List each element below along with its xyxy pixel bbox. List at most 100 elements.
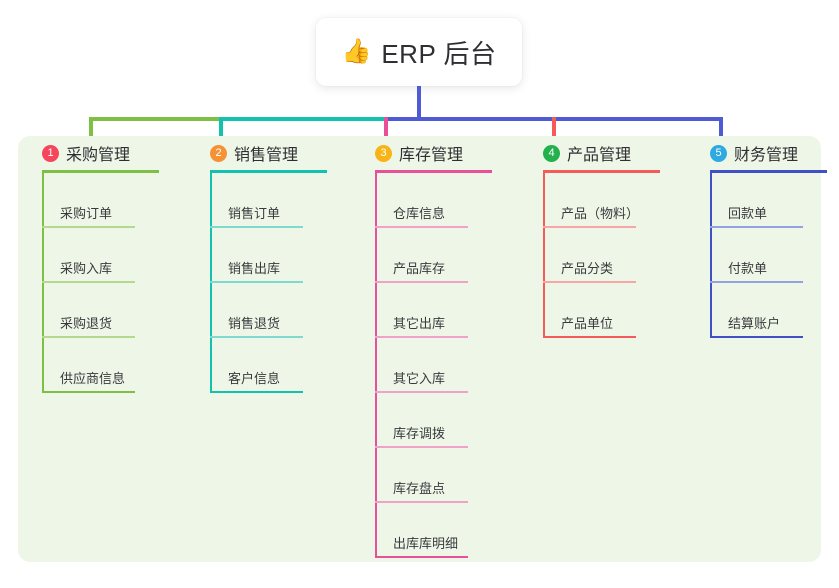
branch-item-rule [710,226,803,228]
branch-item-rule [710,336,803,338]
branch-item[interactable]: 产品（物料） [543,173,691,228]
branch-item[interactable]: 采购退货 [42,283,190,338]
branch-item-label: 销售退货 [228,316,281,331]
branch-column-3: 3 库存管理仓库信息产品库存其它出库其它入库库存调拨库存盘点出库库明细 [373,136,523,558]
branch-item-rule [375,446,468,448]
branch-spine [710,173,712,338]
branch-item[interactable]: 库存盘点 [375,448,523,503]
branch-header-rule [710,170,827,173]
branch-item-rule [210,391,303,393]
branch-item-label: 供应商信息 [60,371,126,386]
thumbs-up-icon: 👍 [341,38,372,65]
branch-number-badge: 2 [210,144,227,162]
branch-item-label: 采购退货 [60,316,113,331]
branch-number-badge: 3 [375,144,392,162]
branch-item-label: 客户信息 [228,371,281,386]
branch-header-rule [543,170,660,173]
branch-item-label: 库存调拨 [393,426,446,441]
branch-spine [42,173,44,393]
branch-item-rule [543,281,636,283]
branch-number-badge: 1 [42,144,59,162]
branch-column-1: 1 采购管理采购订单采购入库采购退货供应商信息 [40,136,190,393]
branch-item[interactable]: 采购入库 [42,228,190,283]
branch-number-badge: 4 [543,144,560,162]
branch-item-rule [375,281,468,283]
branch-header-rule [42,170,159,173]
branch-item-rule [543,226,636,228]
branch-item-label: 出库库明细 [393,536,459,551]
branch-item-label: 仓库信息 [393,206,446,221]
branch-item-list: 采购订单采购入库采购退货供应商信息 [42,173,190,393]
branch-item-rule [42,226,135,228]
root-title: ERP 后台 [381,38,497,69]
branch-item-label: 其它入库 [393,371,446,386]
root-node[interactable]: 👍 ERP 后台 [316,18,522,86]
branch-number-badge: 5 [710,144,727,162]
branch-item-label: 产品（物料） [561,206,640,221]
branch-item-rule [210,336,303,338]
branch-item[interactable]: 采购订单 [42,173,190,228]
branch-header-2[interactable]: 2 销售管理 [208,136,358,170]
branch-item-list: 仓库信息产品库存其它出库其它入库库存调拨库存盘点出库库明细 [375,173,523,558]
branch-item-label: 其它出库 [393,316,446,331]
branch-item-list: 产品（物料） 产品分类产品单位 [543,173,691,338]
branch-column-2: 2 销售管理销售订单销售出库销售退货客户信息 [208,136,358,393]
connector-bus-green [89,117,219,121]
branch-header-4[interactable]: 4 产品管理 [541,136,691,170]
branch-item[interactable]: 销售出库 [210,228,358,283]
branch-header-3[interactable]: 3 库存管理 [373,136,523,170]
branch-item[interactable]: 库存调拨 [375,393,523,448]
branch-item[interactable]: 销售订单 [210,173,358,228]
branch-item[interactable]: 付款单 [710,228,839,283]
connector-root-stem [417,86,421,119]
branch-title: 产品管理 [567,147,632,164]
branch-item-label: 库存盘点 [393,481,446,496]
branch-item[interactable]: 回款单 [710,173,839,228]
branch-item[interactable]: 结算账户 [710,283,839,338]
branch-column-4: 4 产品管理产品（物料） 产品分类产品单位 [541,136,691,338]
branch-spine [210,173,212,393]
branch-column-5: 5 财务管理回款单付款单结算账户 [708,136,839,338]
branch-title: 财务管理 [734,147,799,164]
branch-item[interactable]: 产品分类 [543,228,691,283]
branch-item[interactable]: 销售退货 [210,283,358,338]
branch-item-rule [210,226,303,228]
branch-item[interactable]: 其它出库 [375,283,523,338]
branch-item-rule [375,556,468,558]
branch-title: 采购管理 [66,147,131,164]
branch-item-label: 销售订单 [228,206,281,221]
branch-item[interactable]: 仓库信息 [375,173,523,228]
branch-item-rule [375,336,468,338]
branch-item-rule [375,226,468,228]
branch-item[interactable]: 产品单位 [543,283,691,338]
branch-header-rule [375,170,492,173]
connector-bus-teal [219,117,384,121]
branch-header-rule [210,170,327,173]
branch-item[interactable]: 客户信息 [210,338,358,393]
branch-header-5[interactable]: 5 财务管理 [708,136,839,170]
branch-item-rule [375,501,468,503]
branch-title: 库存管理 [399,147,464,164]
branch-header-1[interactable]: 1 采购管理 [40,136,190,170]
branch-item-rule [543,336,636,338]
branches-panel: 1 采购管理采购订单采购入库采购退货供应商信息 2 销售管理销售订单销售出库销售退货客… [18,136,827,562]
branch-item-label: 采购订单 [60,206,113,221]
branch-item[interactable]: 其它入库 [375,338,523,393]
branch-item[interactable]: 供应商信息 [42,338,190,393]
branch-item-label: 产品分类 [561,261,614,276]
branch-item-rule [42,391,135,393]
branch-item-label: 销售出库 [228,261,281,276]
branch-item-label: 结算账户 [728,316,781,331]
branch-item[interactable]: 产品库存 [375,228,523,283]
branch-title: 销售管理 [234,147,299,164]
branch-item-label: 产品库存 [393,261,446,276]
branch-item-list: 销售订单销售出库销售退货客户信息 [210,173,358,393]
branch-item-rule [375,391,468,393]
branch-item-rule [42,281,135,283]
branch-item-label: 采购入库 [60,261,113,276]
branch-item-rule [42,336,135,338]
branch-item[interactable]: 出库库明细 [375,503,523,558]
branch-spine [543,173,545,338]
branch-spine [375,173,377,558]
